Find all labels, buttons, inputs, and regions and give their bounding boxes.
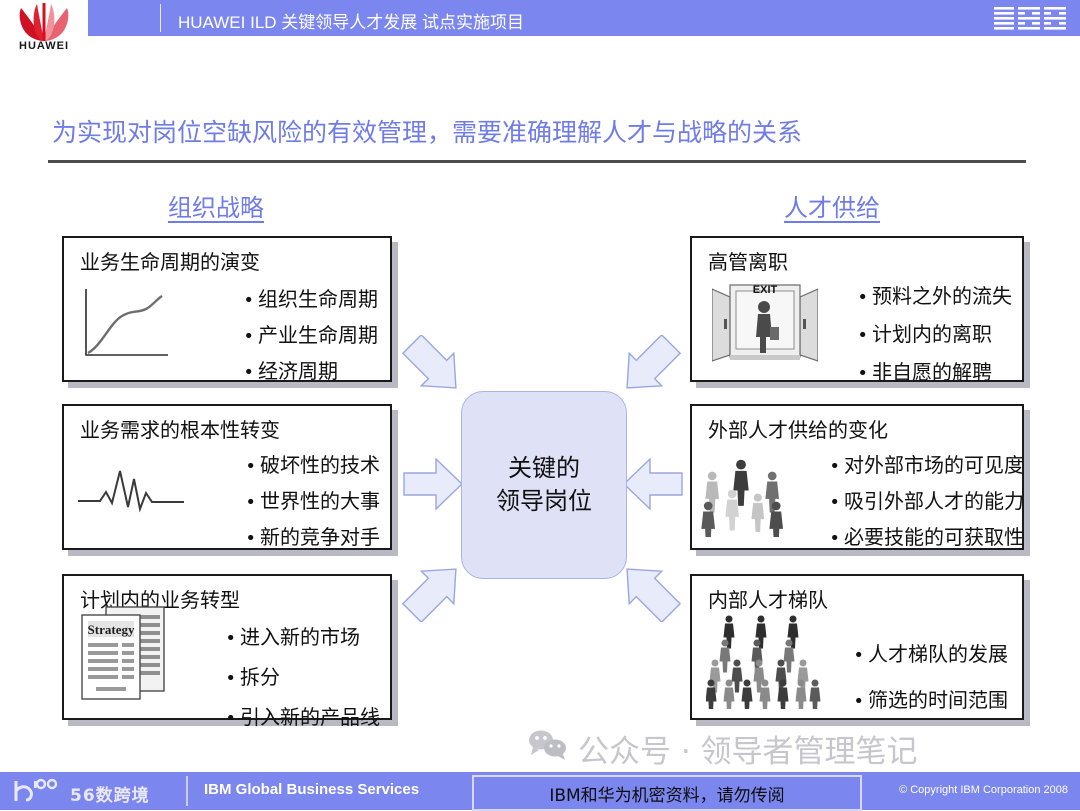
card-bullet-item: 非自愿的解聘 xyxy=(857,354,1012,392)
wechat-icon xyxy=(528,729,568,769)
huawei-logo: HUAWEI xyxy=(0,0,88,64)
volatility-spike-line-icon xyxy=(76,459,186,526)
arrow-middle-left-inward xyxy=(402,449,464,524)
arrow-bottom-left-inward xyxy=(395,560,473,627)
footer-logo-text: 56数跨境 xyxy=(70,786,150,806)
card-bullet-list: 破坏性的技术 世界性的大事 新的竞争对手 xyxy=(245,448,380,556)
exit-sign-label: EXIT xyxy=(753,284,778,296)
center-node-line2: 领导岗位 xyxy=(496,487,592,515)
footer-copyright: © Copyright IBM Corporation 2008 xyxy=(899,784,1068,796)
arrow-middle-right-inward xyxy=(622,449,684,524)
center-node-line1: 关键的 xyxy=(508,454,580,482)
title-underline-rule xyxy=(48,160,1026,163)
header-title: HUAWEI ILD 关键领导人才发展 试点实施项目 xyxy=(178,13,524,32)
card-bullet-list: 进入新的市场 拆分 引入新的产品线 xyxy=(225,618,380,738)
card-bullet-item: 引入新的产品线 xyxy=(225,698,380,738)
confidentiality-notice-box: IBM和华为机密资料，请勿传阅 xyxy=(472,775,862,811)
footer-brand-logo: 56数跨境 xyxy=(10,778,150,809)
card-title: 高管离职 xyxy=(708,250,788,274)
card-bullet-item: 计划内的离职 xyxy=(857,316,1012,354)
strategy-doc-label: Strategy xyxy=(88,622,135,637)
card-external-talent-supply-change[interactable]: 外部人才供给的变化 xyxy=(690,404,1024,550)
card-bullet-item: 世界性的大事 xyxy=(245,484,380,520)
huawei-wordmark: HUAWEI xyxy=(19,40,69,52)
watermark: 公众号 · 领导者管理笔记 xyxy=(528,726,918,771)
column-heading-talent-supply: 人才供给 xyxy=(784,194,880,222)
huawei-petal-icon xyxy=(9,2,79,42)
k100-mark-icon xyxy=(10,778,64,809)
exit-door-person-icon: EXIT xyxy=(711,279,819,370)
strategy-document-icon: Strategy xyxy=(78,603,182,708)
card-bullet-list: 对外部市场的可见度 吸引外部人才的能力 必要技能的可获取性 xyxy=(829,448,1024,556)
card-bullet-item: 对外部市场的可见度 xyxy=(829,448,1024,484)
card-bullet-item: 新的竞争对手 xyxy=(245,520,380,556)
card-bullet-list: 组织生命周期 产业生命周期 经济周期 xyxy=(243,282,378,390)
card-title: 内部人才梯队 xyxy=(708,588,828,612)
card-bullet-item: 破坏性的技术 xyxy=(245,448,380,484)
footer-gbs-label: IBM Global Business Services xyxy=(204,781,420,798)
watermark-text: 公众号 · 领导者管理笔记 xyxy=(578,734,918,770)
column-heading-organization-strategy: 组织战略 xyxy=(168,194,264,222)
center-node-key-leadership-roles: 关键的 领导岗位 xyxy=(461,391,627,579)
card-bullet-item: 产业生命周期 xyxy=(243,318,378,354)
slide-header xyxy=(0,0,1080,36)
card-bullet-item: 经济周期 xyxy=(243,354,378,390)
card-business-lifecycle-evolution[interactable]: 业务生命周期的演变 组织生命周期 产业生命周期 经济周期 xyxy=(62,236,392,383)
card-bullet-list: 人才梯队的发展 筛选的时间范围 xyxy=(853,632,1008,724)
card-bullet-item: 进入新的市场 xyxy=(225,618,380,658)
card-bullet-item: 吸引外部人才的能力 xyxy=(829,484,1024,520)
arrow-top-left-inward xyxy=(395,333,473,402)
card-bullet-item: 预料之外的流失 xyxy=(857,278,1012,316)
arrow-top-right-inward xyxy=(610,333,688,402)
page-title: 为实现对岗位空缺风险的有效管理，需要准确理解人才与战略的关系 xyxy=(52,118,803,147)
card-title: 外部人才供给的变化 xyxy=(708,418,888,442)
card-title: 业务需求的根本性转变 xyxy=(80,418,280,442)
header-divider xyxy=(160,4,161,32)
card-executive-departure[interactable]: 高管离职 EXIT 预料之外的流失 计划内的离职 非自愿的解聘 xyxy=(690,236,1024,384)
card-bullet-item: 组织生命周期 xyxy=(243,282,378,318)
people-pyramid-icon xyxy=(705,613,824,714)
card-bullet-list: 预料之外的流失 计划内的离职 非自愿的解聘 xyxy=(857,278,1012,392)
card-bullet-item: 人才梯队的发展 xyxy=(853,632,1008,678)
card-internal-talent-pipeline[interactable]: 内部人才梯队 xyxy=(690,574,1024,720)
arrow-bottom-right-inward xyxy=(610,560,688,627)
ibm-logo-icon xyxy=(994,7,1066,31)
card-title: 业务生命周期的演变 xyxy=(80,250,260,274)
footer-divider xyxy=(186,776,188,806)
card-bullet-item: 必要技能的可获取性 xyxy=(829,520,1024,556)
s-curve-chart-icon xyxy=(76,283,172,372)
confidentiality-notice-text: IBM和华为机密资料，请勿传阅 xyxy=(549,785,785,806)
card-planned-business-transformation[interactable]: 计划内的业务转型 Strategy xyxy=(62,574,392,729)
scattered-people-icon xyxy=(700,453,800,543)
card-bullet-item: 拆分 xyxy=(225,658,380,698)
card-bullet-item: 筛选的时间范围 xyxy=(853,678,1008,724)
card-fundamental-business-demand-shift[interactable]: 业务需求的根本性转变 破坏性的技术 世界性的大事 新的竞争对手 xyxy=(62,404,392,550)
